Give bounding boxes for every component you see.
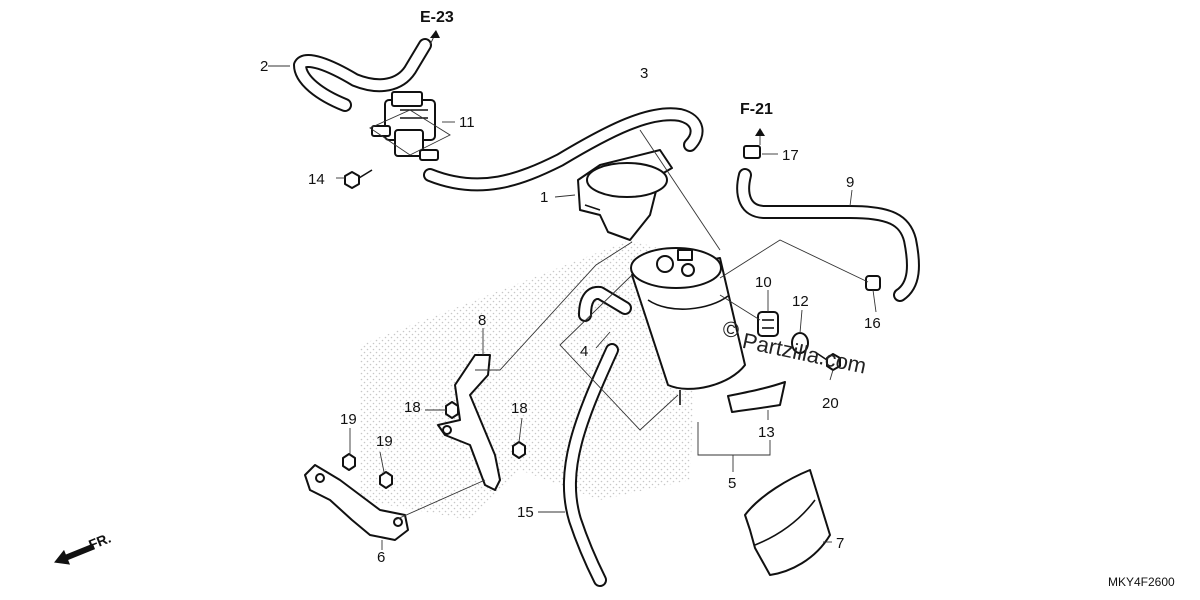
watermark-copyright: ©: [720, 316, 741, 344]
callout-16: 16: [864, 315, 881, 332]
callout-14: 14: [308, 171, 325, 188]
elbow-hose-4[interactable]: [578, 285, 632, 322]
clip-16[interactable]: [865, 275, 881, 291]
hose-2[interactable]: [293, 38, 432, 112]
bolt-19a[interactable]: [342, 453, 356, 471]
callout-19b: 19: [376, 433, 393, 450]
callout-11: 11: [459, 114, 475, 131]
callout-4: 4: [580, 343, 588, 360]
callout-19a: 19: [340, 411, 357, 428]
arrow-f21: [755, 128, 765, 136]
ref-e23[interactable]: E-23: [420, 9, 454, 26]
callout-15: 15: [517, 504, 534, 521]
bracket-8[interactable]: [437, 354, 501, 491]
callout-5: 5: [728, 475, 736, 492]
bolt-18a[interactable]: [445, 401, 459, 419]
hose-9[interactable]: [736, 168, 920, 302]
callout-1: 1: [540, 189, 548, 206]
bolt-18b[interactable]: [512, 441, 526, 459]
clip-17[interactable]: [743, 145, 761, 159]
callout-3: 3: [640, 65, 648, 82]
evap-canister[interactable]: [630, 247, 746, 405]
callout-13: 13: [758, 424, 775, 441]
callout-6: 6: [377, 549, 385, 566]
callout-7: 7: [836, 535, 844, 552]
arrow-e23: [430, 30, 440, 38]
diagram-code: MKY4F2600: [1108, 575, 1175, 589]
band-13[interactable]: [727, 381, 786, 413]
front-direction-indicator: FR.: [54, 530, 113, 565]
hose-3[interactable]: [423, 107, 704, 192]
callout-2: 2: [260, 58, 268, 75]
callout-20: 20: [822, 395, 839, 412]
leader-lines: [268, 31, 877, 550]
bolt-20[interactable]: [814, 351, 841, 371]
front-arrow-icon: [54, 543, 96, 565]
callout-10: 10: [755, 274, 772, 291]
purge-control-valve-11[interactable]: [371, 91, 439, 161]
ref-f21[interactable]: F-21: [740, 101, 773, 118]
canister-holder-1[interactable]: [577, 149, 673, 241]
bolt-19b[interactable]: [379, 471, 393, 489]
cover-7[interactable]: [744, 469, 831, 576]
callout-17: 17: [782, 147, 799, 164]
callout-12: 12: [792, 293, 809, 310]
callout-18b: 18: [511, 400, 528, 417]
callout-8: 8: [478, 312, 486, 329]
callout-9: 9: [846, 174, 854, 191]
front-label: FR.: [86, 530, 113, 553]
drain-tube-15[interactable]: [562, 343, 619, 587]
bolt-14[interactable]: [344, 169, 373, 189]
callout-18a: 18: [404, 399, 421, 416]
